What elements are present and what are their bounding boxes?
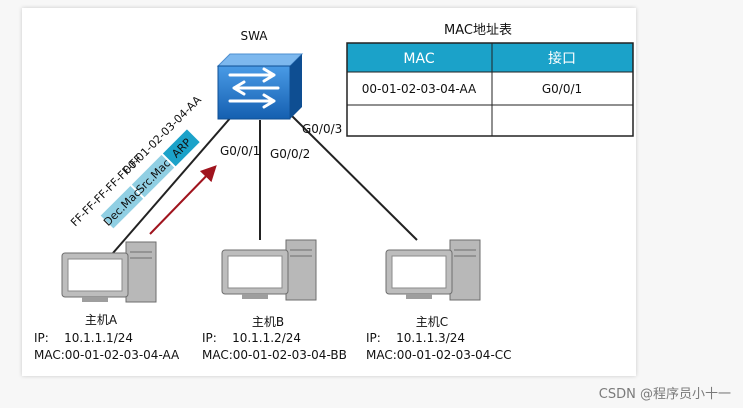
switch-arrows-icon [228, 67, 280, 109]
switch-name: SWA [240, 29, 268, 43]
watermark: CSDN @程序员小十一 [598, 387, 731, 402]
host-c-ip: IP: 10.1.1.3/24 [366, 331, 465, 345]
host-b-name: 主机B [252, 315, 284, 329]
host-c: 主机C IP: 10.1.1.3/24 MAC:00-01-02-03-04-C… [366, 239, 512, 362]
slide-panel: SWA G0/0/1 G0/0/2 G0/0/3 Dec.Mac Src.Mac… [22, 8, 636, 376]
mac-table: MAC地址表 MAC 接口 00-01-02-03-04-AA G0/0/1 [346, 23, 634, 137]
mac-table-header-bg [347, 43, 633, 72]
host-b-tower [285, 239, 317, 301]
switch-side [290, 54, 302, 119]
switch-swa: SWA [216, 29, 304, 120]
frame-group: Dec.Mac Src.Mac ARP FF-FF-FF-FF-FF-FF 00… [68, 93, 204, 229]
frame-field-dest [100, 185, 144, 229]
mac-table-header-mac: MAC [403, 51, 434, 67]
host-a-tower [125, 241, 157, 303]
mac-table-row1-mac: 00-01-02-03-04-AA [362, 82, 477, 96]
frame-field-arp [162, 129, 200, 167]
direction-arrow [149, 165, 217, 235]
host-b-ip: IP: 10.1.1.2/24 [202, 331, 301, 345]
links [112, 115, 418, 254]
host-a-name: 主机A [85, 313, 118, 327]
host-c-mac: MAC:00-01-02-03-04-CC [366, 348, 512, 362]
host-c-tower [449, 239, 481, 301]
mac-table-row1-port: G0/0/1 [542, 82, 582, 96]
host-b: 主机B IP: 10.1.1.2/24 MAC:00-01-02-03-04-B… [202, 239, 347, 362]
mac-table-title: MAC地址表 [444, 23, 512, 38]
host-a: 主机A IP: 10.1.1.1/24 MAC:00-01-02-03-04-A… [34, 241, 180, 362]
port-label-g003: G0/0/3 [302, 122, 342, 136]
network-diagram: SWA G0/0/1 G0/0/2 G0/0/3 Dec.Mac Src.Mac… [34, 23, 634, 362]
switch-top [216, 53, 304, 67]
link-host-c [291, 115, 418, 241]
host-a-mac: MAC:00-01-02-03-04-AA [34, 348, 180, 362]
mac-table-border [346, 42, 634, 137]
host-a-ip: IP: 10.1.1.1/24 [34, 331, 133, 345]
link-host-a [112, 115, 233, 254]
port-label-g002: G0/0/2 [270, 147, 310, 161]
port-label-g001: G0/0/1 [220, 144, 260, 158]
host-c-name: 主机C [416, 315, 448, 329]
mac-table-header-port: 接口 [548, 50, 576, 67]
frame-field-src [131, 154, 175, 198]
host-b-mac: MAC:00-01-02-03-04-BB [202, 348, 347, 362]
